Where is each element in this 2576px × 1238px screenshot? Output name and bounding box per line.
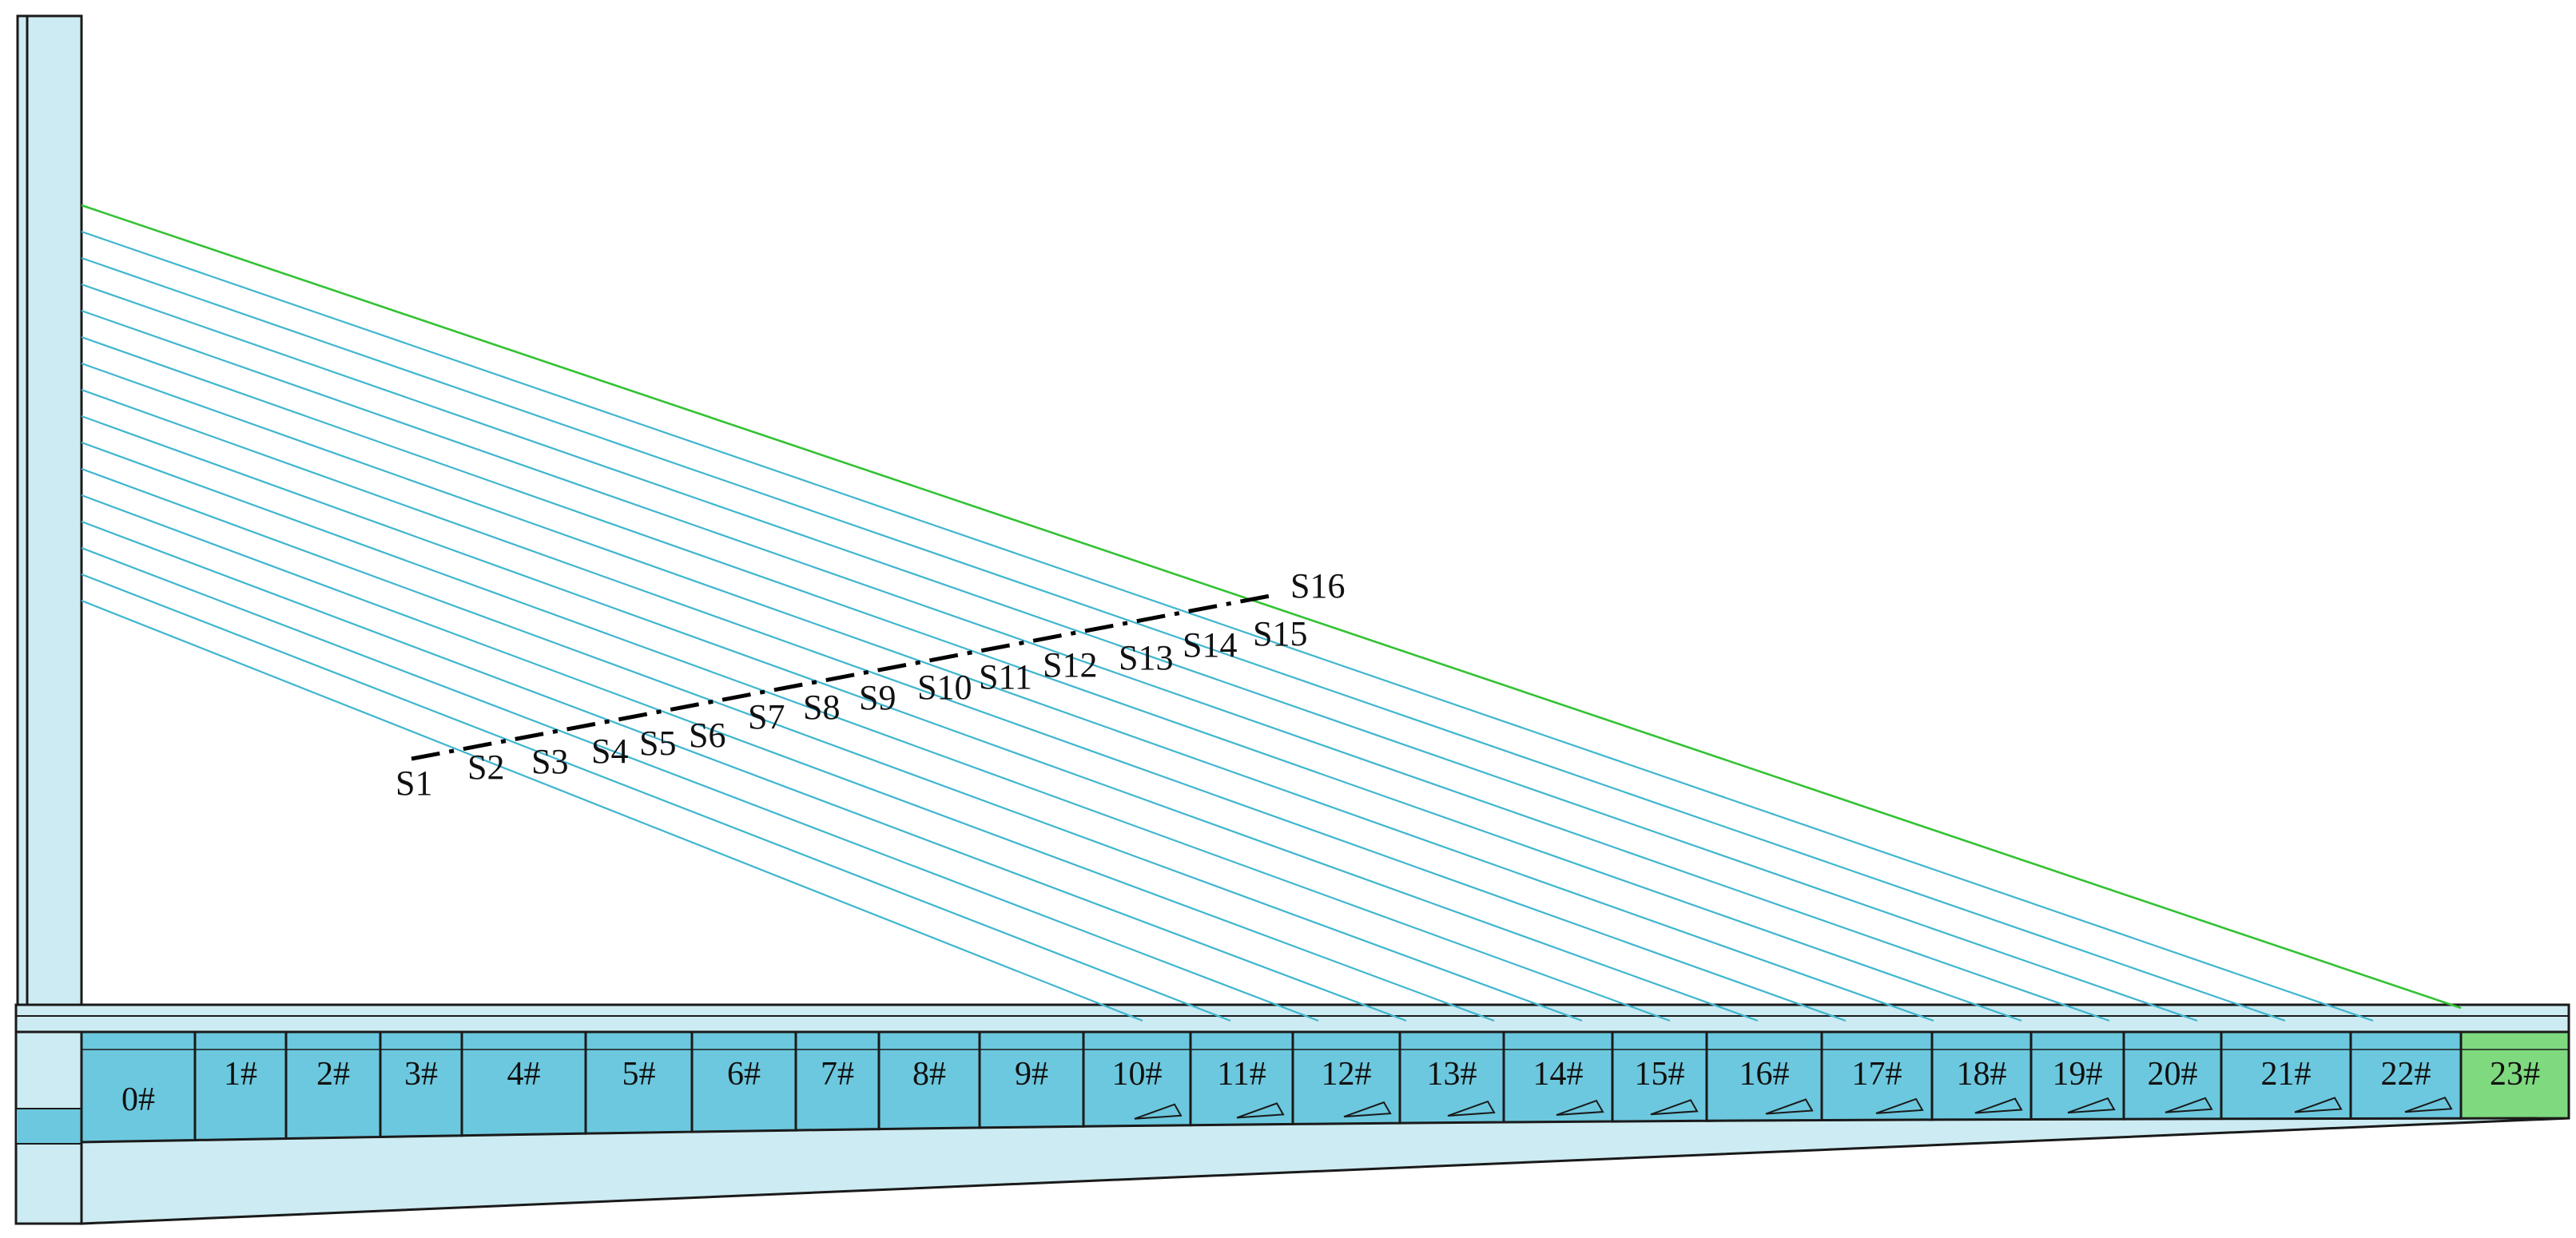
segment-detail-10	[1134, 1103, 1183, 1120]
section-label: S12	[1043, 645, 1097, 684]
segment-detail-11	[1236, 1102, 1285, 1119]
stay-cable	[81, 230, 2374, 1022]
segment-detail-20	[2165, 1097, 2213, 1113]
section-label: S4	[591, 732, 628, 771]
stay-cable	[81, 256, 2286, 1022]
segment-label: 14#	[1533, 1056, 1584, 1093]
pier-band	[15, 1108, 82, 1145]
stay-cable	[81, 573, 1231, 1022]
section-label: S16	[1290, 566, 1345, 605]
stay-cable	[81, 599, 1143, 1022]
segment-detail-18	[1974, 1097, 2023, 1114]
section-line	[411, 593, 1275, 761]
segment-label: 21#	[2261, 1056, 2312, 1093]
segment-label: 6#	[727, 1056, 761, 1093]
section-label: S15	[1253, 614, 1307, 653]
stay-cable	[81, 520, 1407, 1022]
segment-detail-16	[1765, 1098, 1814, 1115]
section-label: S11	[979, 657, 1032, 696]
section-label: S3	[531, 742, 568, 781]
segment-label: 13#	[1427, 1056, 1477, 1093]
segment-23	[2459, 1030, 2570, 1120]
stay-cable	[81, 467, 1583, 1022]
section-label: S1	[396, 764, 432, 803]
stay-cable-last	[81, 204, 2462, 1010]
segment-detail-12	[1343, 1101, 1392, 1118]
stay-cable	[81, 309, 2110, 1022]
segment-detail-15	[1650, 1099, 1699, 1116]
segment-label: 20#	[2148, 1056, 2198, 1093]
segment-label: 15#	[1635, 1056, 1685, 1093]
stay-cable	[81, 441, 1671, 1022]
segment-detail-19	[2067, 1097, 2116, 1114]
segment-detail-14	[1556, 1099, 1604, 1117]
segment-label: 23#	[2490, 1056, 2540, 1093]
section-label: S10	[917, 668, 972, 707]
segment-label: 5#	[622, 1056, 656, 1093]
section-label: S7	[748, 697, 785, 736]
stay-cable	[81, 388, 1847, 1022]
segment-label: 2#	[316, 1056, 350, 1093]
segment-label: 17#	[1852, 1056, 1902, 1093]
stay-cable	[81, 415, 1759, 1022]
segment-label: 10#	[1112, 1056, 1163, 1093]
segment-label: 18#	[1957, 1056, 2007, 1093]
segment-detail-22	[2404, 1096, 2453, 1113]
section-label: S9	[859, 678, 896, 717]
segment-label: 0#	[121, 1081, 155, 1118]
section-label: S13	[1119, 638, 1173, 677]
segment-label: 7#	[821, 1056, 854, 1093]
stay-cable	[81, 362, 1934, 1022]
stay-cable	[81, 335, 2022, 1022]
deck-top-strip	[14, 1003, 2570, 1034]
segment-label: 8#	[912, 1056, 946, 1093]
segment-label: 12#	[1322, 1056, 1372, 1093]
stay-cable	[81, 494, 1495, 1022]
segment-label: 16#	[1739, 1056, 1790, 1093]
stay-cable	[81, 283, 2198, 1022]
section-label: S2	[467, 748, 504, 787]
segment-detail-21	[2294, 1097, 2343, 1113]
segment-detail-17	[1875, 1097, 1924, 1114]
section-label: S6	[689, 716, 725, 755]
segment-label: 11#	[1217, 1056, 1266, 1093]
segment-label: 3#	[404, 1056, 438, 1093]
section-label: S14	[1183, 625, 1237, 665]
segment-label: 4#	[507, 1056, 541, 1093]
segment-label: 22#	[2381, 1056, 2431, 1093]
section-label: S5	[639, 724, 676, 763]
segment-label: 1#	[224, 1056, 257, 1093]
stay-cables	[81, 204, 2462, 1022]
segment-detail-13	[1447, 1100, 1496, 1117]
segment-label: 19#	[2053, 1056, 2103, 1093]
segment-label: 9#	[1015, 1056, 1048, 1093]
deck-segments: 0# 1# 2# 3# 4# 5# 6# 7# 8# 9# 10# 11# 12# 13# 14# 15# 16…	[80, 1030, 2570, 1144]
section-label: S8	[803, 688, 840, 727]
stay-cable	[81, 546, 1319, 1022]
